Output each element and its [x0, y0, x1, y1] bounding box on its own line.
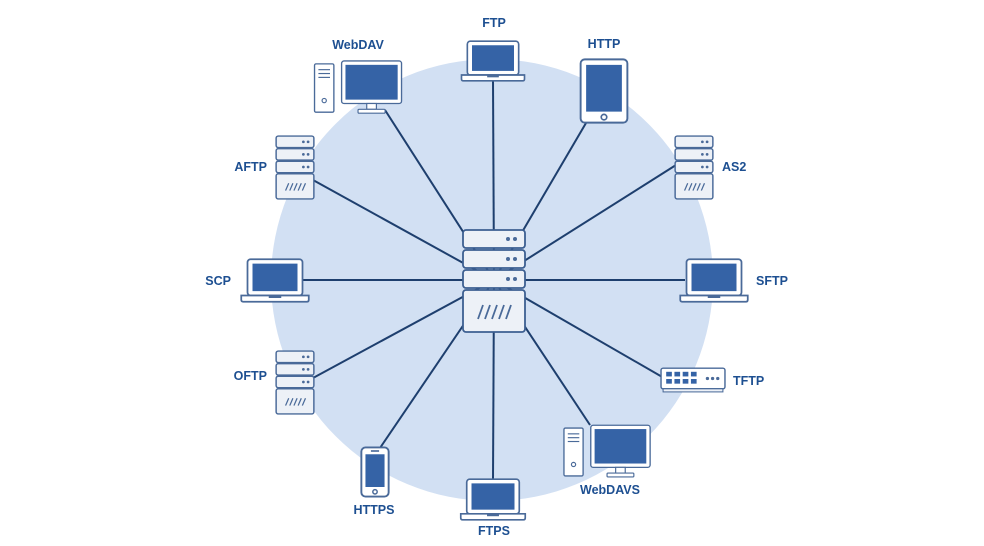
node-oftp: OFTP: [234, 350, 315, 415]
node-ftp: FTP: [460, 16, 526, 82]
node-scp: SCP: [205, 258, 310, 303]
laptop-icon: [459, 478, 527, 521]
laptop-icon: [679, 258, 749, 303]
node-label: WebDAVS: [580, 483, 640, 497]
node-webdav: WebDAV: [313, 38, 403, 114]
node-label: OFTP: [234, 369, 267, 383]
node-label: AFTP: [234, 160, 267, 174]
node-label: TFTP: [733, 374, 764, 388]
node-label: AS2: [722, 160, 746, 174]
server-rack-icon: [462, 229, 526, 333]
node-aftp: AFTP: [234, 135, 315, 200]
node-label: WebDAV: [332, 38, 384, 52]
node-http: HTTP: [579, 37, 629, 124]
node-label: SFTP: [756, 274, 788, 288]
node-label: FTP: [482, 16, 506, 30]
server-icon: [275, 135, 315, 200]
server-icon: [674, 135, 714, 200]
smartphone-icon: [360, 446, 390, 498]
laptop-icon: [460, 40, 526, 82]
node-ftps: FTPS: [459, 478, 527, 538]
node-tftp: TFTP: [660, 367, 764, 393]
desktop-computer-icon: [563, 424, 651, 478]
node-label: FTPS: [478, 524, 510, 538]
tablet-icon: [579, 58, 629, 124]
network-switch-icon: [660, 367, 726, 393]
node-https: HTTPS: [354, 446, 395, 517]
server-icon: [275, 350, 315, 415]
node-webdavs: WebDAVS: [563, 424, 651, 497]
node-label: HTTP: [588, 37, 621, 51]
node-as2: AS2: [674, 135, 746, 200]
node-label: HTTPS: [354, 503, 395, 517]
laptop-icon: [240, 258, 310, 303]
node-label: SCP: [205, 274, 231, 288]
node-sftp: SFTP: [679, 258, 788, 303]
